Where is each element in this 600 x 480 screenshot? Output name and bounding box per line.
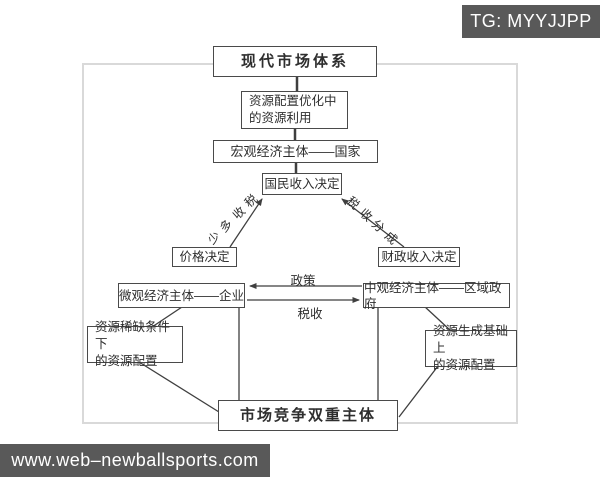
- tax-label: 税收: [297, 307, 323, 321]
- node-fiscal-revenue: 财政收入决定: [378, 247, 460, 267]
- node-macro-entity-state: 宏观经济主体——国家: [213, 140, 378, 163]
- site-watermark: www.web–newballsports.com: [0, 444, 270, 477]
- node-meso-entity-regional-gov: 中观经济主体——区域政府: [363, 281, 510, 311]
- node-micro-entity-enterprise: 微观经济主体——企业: [118, 283, 245, 308]
- edge-generation-to-dual: [398, 365, 439, 418]
- node-dual-competition: 市场竞争双重主体: [218, 400, 398, 431]
- edge-micro-to-scarcity: [151, 306, 183, 328]
- edge-tax-share: [341, 198, 405, 248]
- edge-scarcity-to-dual: [138, 361, 220, 413]
- node-national-income: 国民收入决定: [262, 173, 342, 195]
- node-modern-market-system: 现代市场体系: [213, 46, 377, 77]
- edge-tax-amount: [229, 198, 263, 248]
- node-scarcity-allocation: 资源稀缺条件下 的资源配置: [87, 320, 183, 368]
- node-resource-optimization: 资源配置优化中 的资源利用: [241, 91, 348, 129]
- node-generation-allocation: 资源生成基础上 的资源配置: [425, 324, 517, 372]
- node-price-decision: 价格决定: [172, 247, 237, 267]
- edge-meso-to-generation: [423, 305, 452, 332]
- policy-label: 政策: [290, 274, 316, 288]
- tg-badge: TG: MYYJJPP: [462, 5, 600, 38]
